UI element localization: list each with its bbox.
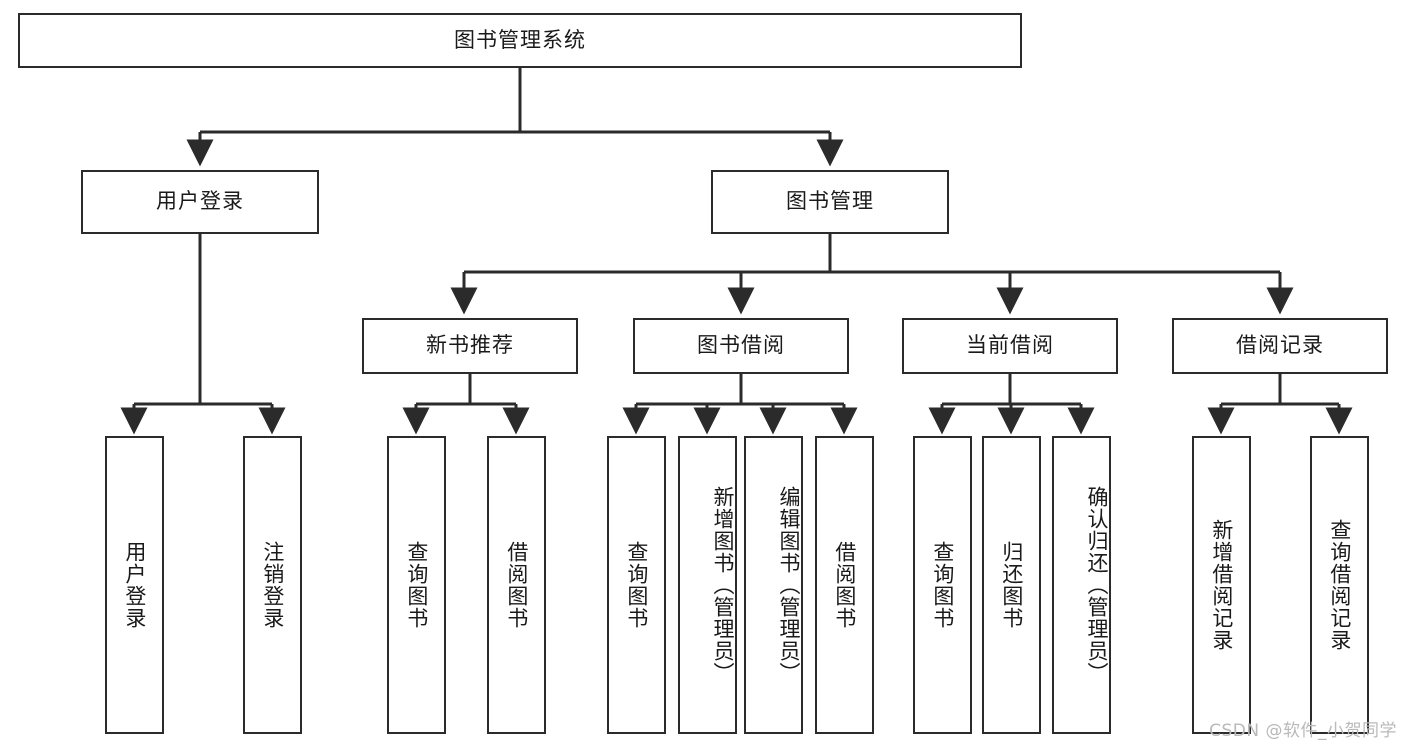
node-borrow-record[interactable]: 借阅记录 [1172, 318, 1388, 374]
node-book-manage[interactable]: 图书管理 [711, 170, 949, 234]
node-leaf-user-login[interactable]: 用户登录 [105, 436, 164, 734]
node-leaf-query-book-1-label: 查询图书 [404, 541, 429, 629]
node-leaf-borrow-book-1-label: 借阅图书 [504, 541, 529, 629]
node-book-manage-label: 图书管理 [786, 189, 874, 214]
node-leaf-return-book[interactable]: 归还图书 [982, 436, 1041, 734]
edge-group-current-borrow [928, 374, 1095, 435]
edge-group-user-login [120, 234, 286, 435]
node-leaf-logout-label: 注销登录 [260, 541, 285, 629]
node-leaf-confirm-return-label: 确认归还（管理员） [1085, 486, 1109, 684]
node-leaf-add-record-label: 新增借阅记录 [1209, 519, 1234, 651]
node-user-login-label: 用户登录 [156, 189, 244, 214]
node-leaf-logout[interactable]: 注销登录 [243, 436, 302, 734]
node-leaf-query-book-2-label: 查询图书 [624, 541, 649, 629]
node-new-book-recommend-label: 新书推荐 [426, 333, 514, 358]
node-leaf-user-login-label: 用户登录 [122, 541, 147, 629]
node-leaf-edit-book[interactable]: 编辑图书（管理员） [744, 436, 803, 734]
node-leaf-borrow-book-2[interactable]: 借阅图书 [815, 436, 874, 734]
node-leaf-confirm-return[interactable]: 确认归还（管理员） [1052, 436, 1111, 734]
node-leaf-query-book-3[interactable]: 查询图书 [913, 436, 972, 734]
node-current-borrow[interactable]: 当前借阅 [902, 318, 1118, 374]
node-leaf-query-record[interactable]: 查询借阅记录 [1310, 436, 1369, 734]
node-book-borrow-label: 图书借阅 [697, 333, 785, 358]
edge-group-book-manage [450, 234, 1294, 315]
edge-group-root [186, 68, 844, 167]
node-current-borrow-label: 当前借阅 [966, 333, 1054, 358]
node-root-label: 图书管理系统 [454, 27, 586, 52]
edge-group-new-book-recommend [402, 374, 530, 435]
node-user-login[interactable]: 用户登录 [81, 170, 319, 234]
edge-group-borrow-record [1207, 374, 1353, 435]
node-book-borrow[interactable]: 图书借阅 [633, 318, 849, 374]
node-leaf-query-book-2[interactable]: 查询图书 [607, 436, 666, 734]
node-leaf-query-record-label: 查询借阅记录 [1327, 519, 1352, 651]
node-leaf-add-book-label: 新增图书（管理员） [711, 486, 735, 684]
node-borrow-record-label: 借阅记录 [1236, 333, 1324, 358]
node-leaf-query-book-1[interactable]: 查询图书 [387, 436, 446, 734]
node-leaf-query-book-3-label: 查询图书 [930, 541, 955, 629]
node-leaf-borrow-book-1[interactable]: 借阅图书 [487, 436, 546, 734]
node-leaf-edit-book-label: 编辑图书（管理员） [777, 486, 801, 684]
node-leaf-borrow-book-2-label: 借阅图书 [832, 541, 857, 629]
node-leaf-add-book[interactable]: 新增图书（管理员） [678, 436, 737, 734]
node-new-book-recommend[interactable]: 新书推荐 [362, 318, 578, 374]
node-leaf-add-record[interactable]: 新增借阅记录 [1192, 436, 1251, 734]
edge-group-book-borrow [622, 374, 858, 435]
node-root[interactable]: 图书管理系统 [18, 13, 1022, 68]
csdn-watermark: CSDN @软件_小贺同学 [1209, 721, 1397, 741]
node-leaf-return-book-label: 归还图书 [999, 541, 1024, 629]
